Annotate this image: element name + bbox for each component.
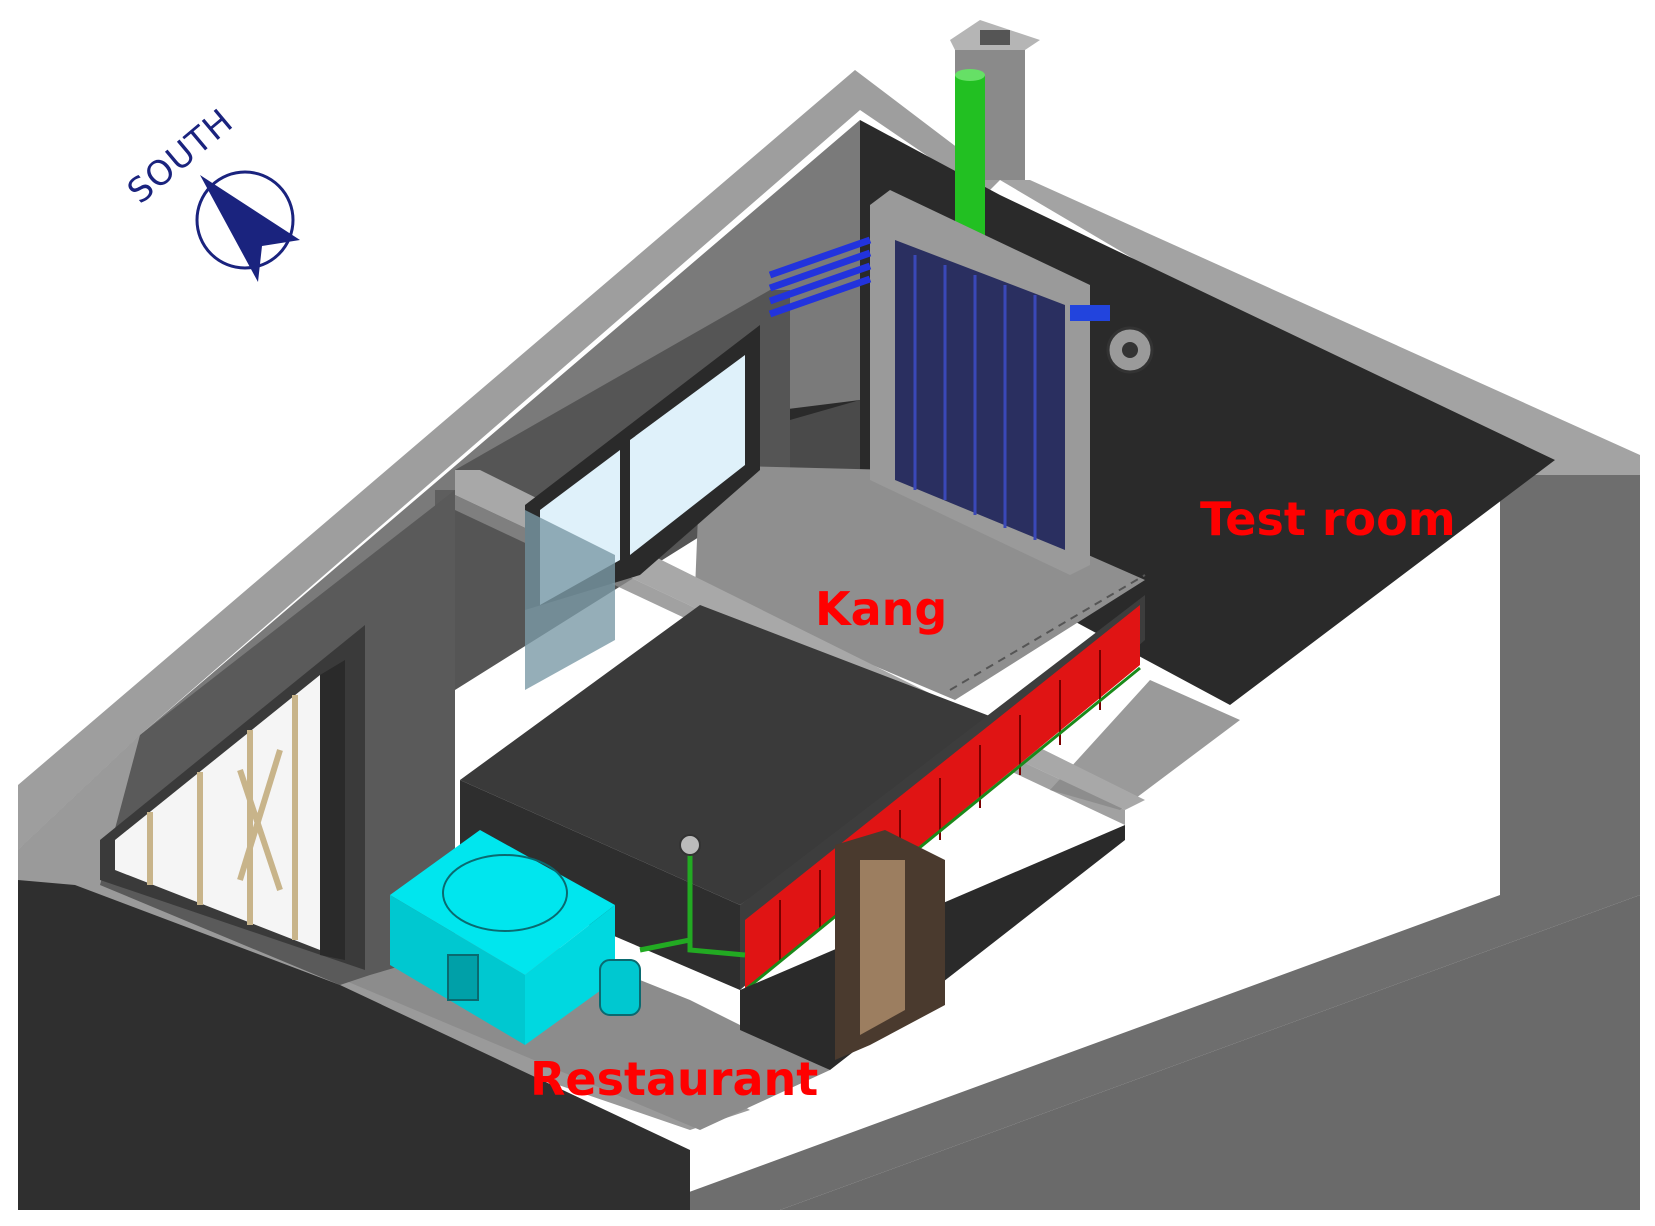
back-window-lower-glass — [525, 510, 615, 690]
green-flue-pipe — [955, 75, 985, 250]
water-tank-side — [525, 905, 615, 1045]
water-pump — [599, 959, 641, 1016]
blue-supply-pipes — [768, 236, 872, 318]
left-window-glass — [115, 675, 320, 950]
label-restaurant: Restaurant — [530, 1052, 818, 1106]
label-kang: Kang — [815, 582, 947, 636]
green-water-pipe — [639, 835, 746, 958]
front-left-dark-area — [18, 880, 690, 1210]
kang-top-surface — [695, 465, 1145, 700]
heat-panel-tubes — [913, 255, 1037, 540]
circulating-fan-hub — [1122, 342, 1138, 358]
outer-wall-right-side — [780, 895, 1640, 1210]
left-window-lattice — [147, 695, 298, 940]
compass-rose: SOUTH — [120, 101, 300, 282]
water-tank-lid — [442, 854, 568, 932]
pipe-valve-ball — [679, 834, 701, 856]
water-tank-top — [390, 830, 615, 975]
test-room-inner-wall — [790, 120, 860, 470]
water-tank-door — [447, 954, 479, 1001]
compass-circle — [195, 170, 295, 270]
compass-arrow — [200, 175, 300, 282]
heat-panel-body — [895, 240, 1065, 550]
outer-wall-back-face — [18, 120, 860, 895]
kang-green-pipe-line — [744, 666, 1141, 992]
blue-pipe-right — [1070, 305, 1110, 321]
restaurant-door-panel — [860, 860, 905, 1035]
kang-dashed-line — [949, 574, 1146, 691]
back-window-pane-right — [630, 355, 745, 555]
label-test-room: Test room — [1200, 492, 1456, 546]
kang-slab-front — [460, 780, 740, 990]
outer-wall-right-top — [1000, 180, 1640, 475]
left-door-frame — [320, 660, 345, 960]
chimney-opening — [980, 30, 1010, 45]
green-flue-pipe-top — [955, 69, 985, 81]
kang-slab-top — [460, 605, 1000, 905]
outer-wall-right-face — [640, 460, 1640, 1210]
